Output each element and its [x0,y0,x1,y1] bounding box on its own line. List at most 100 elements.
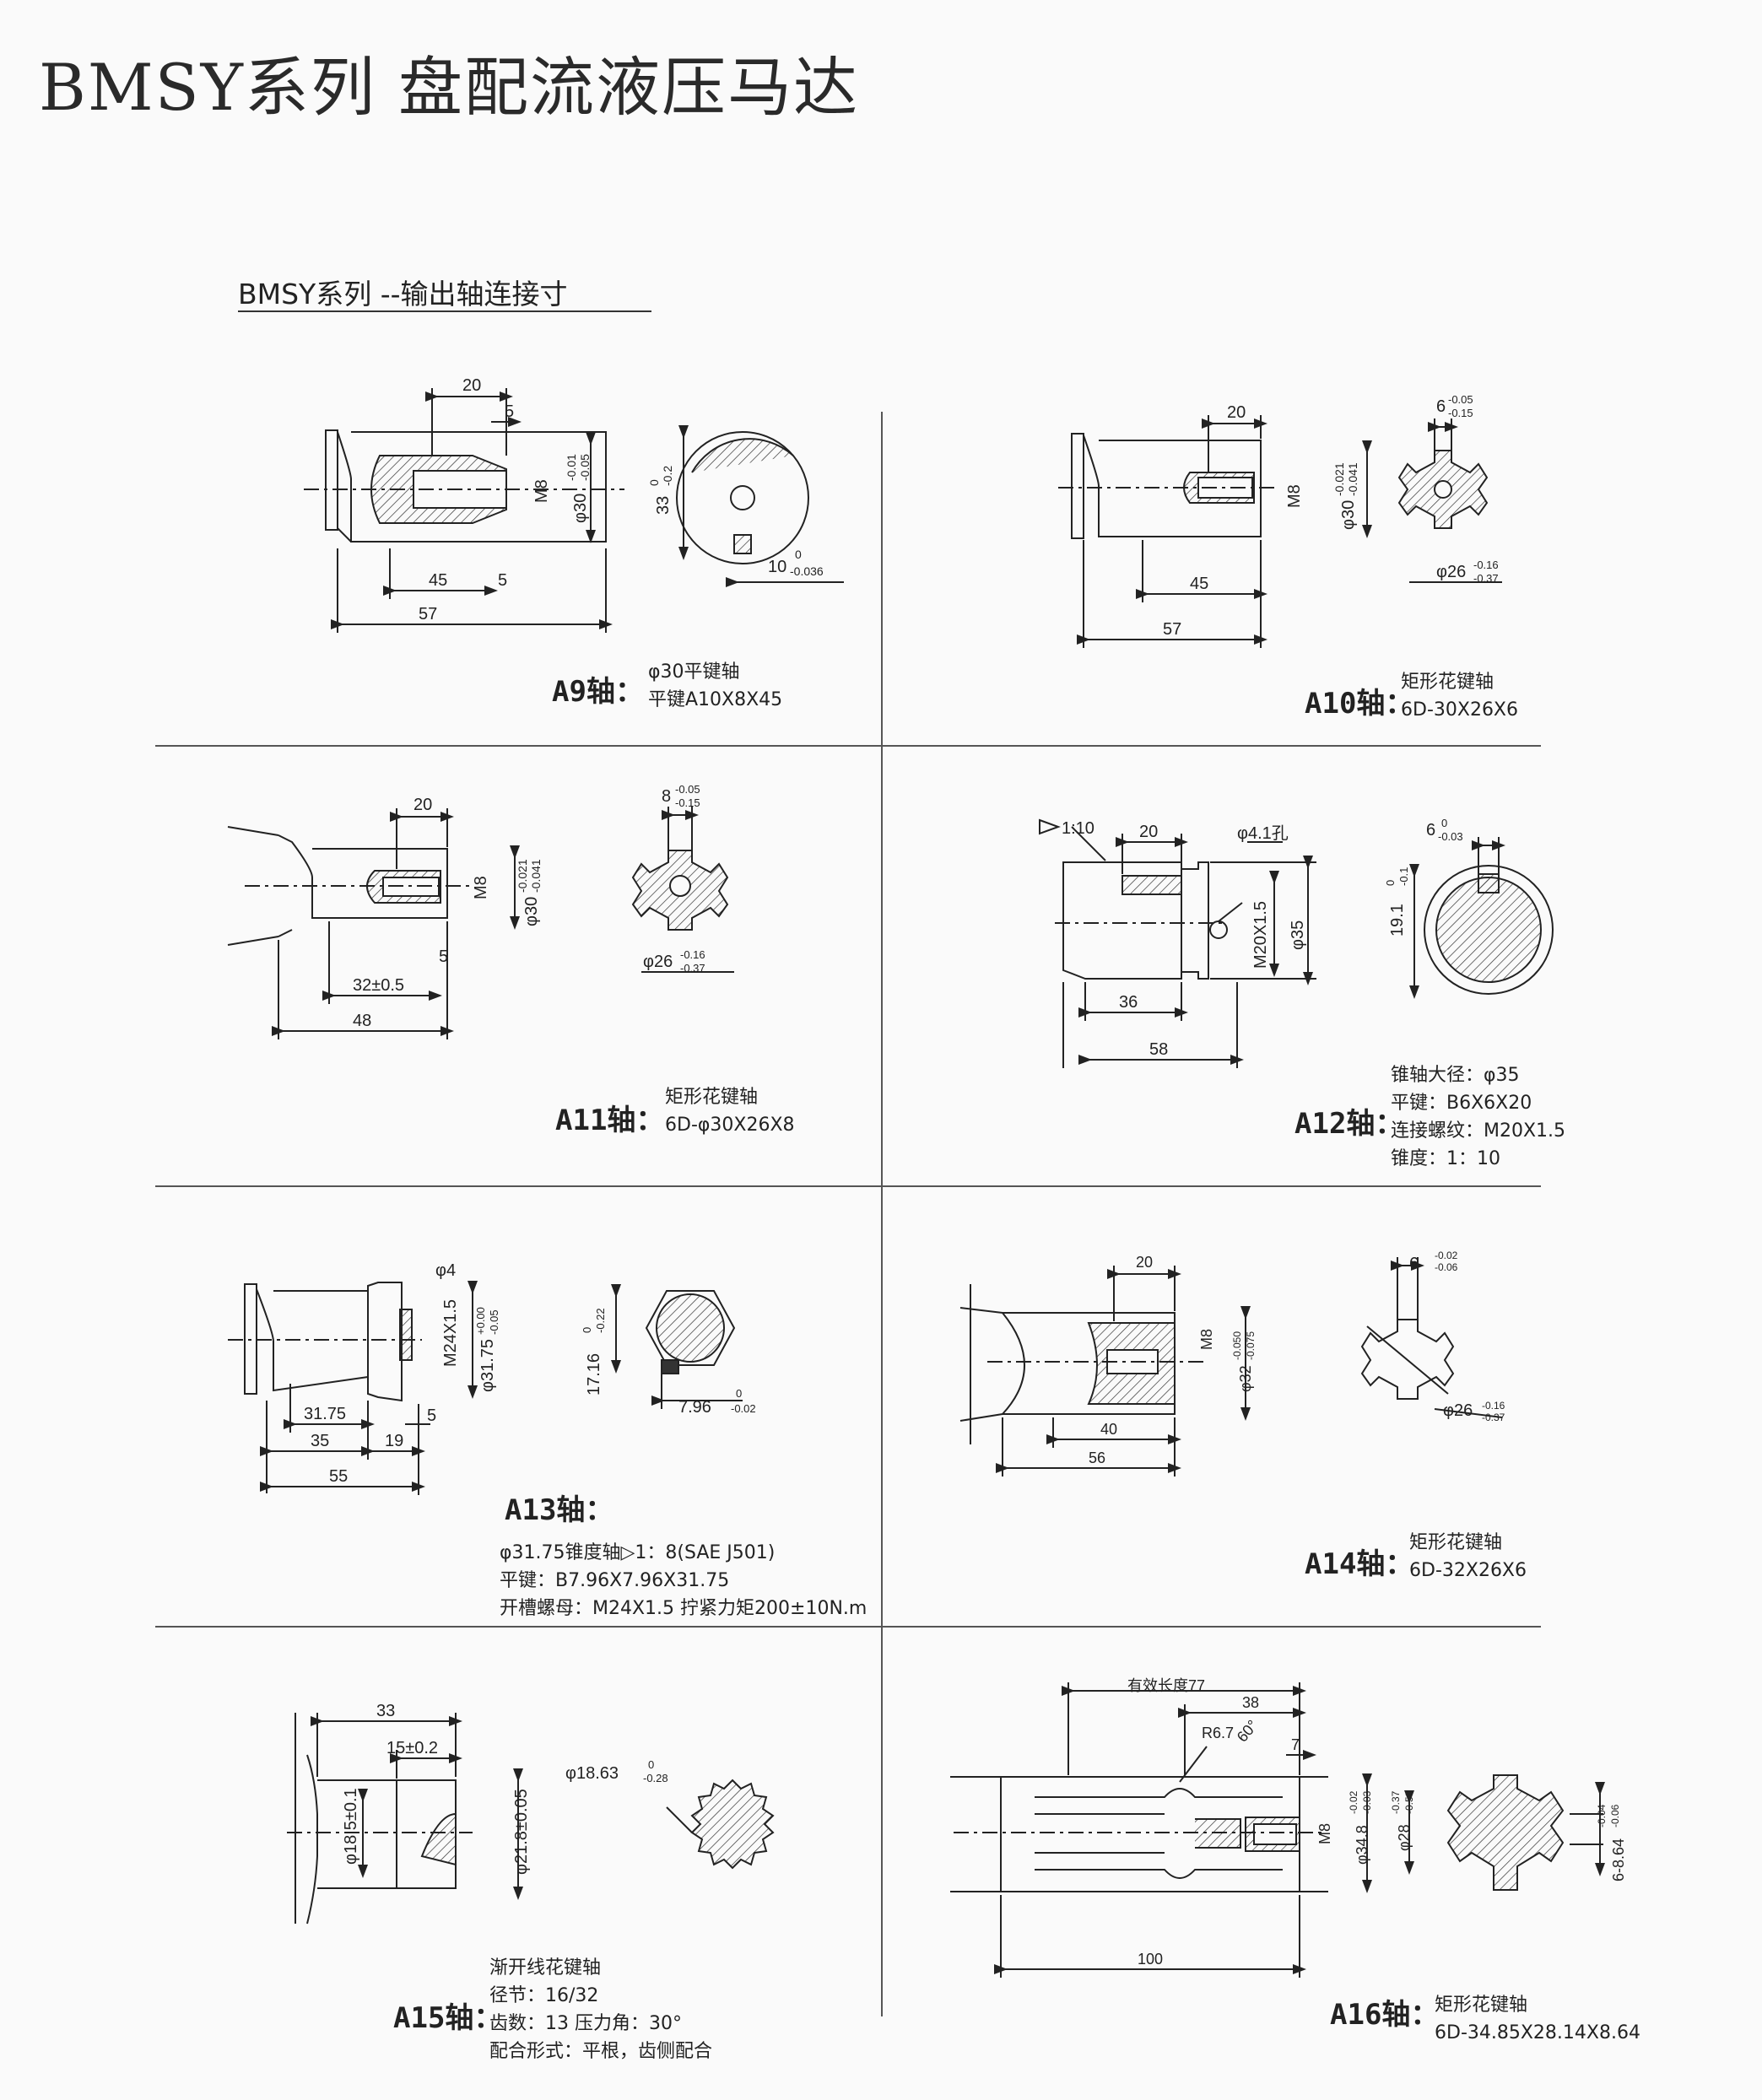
shaft-a13-dims: φ4 M24X1.5 φ31.75 +0.00 -0.05 31.75 5 35… [304,1261,756,1486]
shaft-a14-note: 矩形花键轴 [1409,1532,1503,1553]
shaft-a9-notes: φ30平键轴 平键A10X8X45 [648,658,782,714]
dim-a11-11: φ26 [643,953,673,971]
dim-a15-2: φ18.5±0.1 [342,1788,360,1865]
shaft-a10-note: 6D-30X26X6 [1401,699,1519,721]
shaft-a12-note: 平键：B6X6X20 [1391,1093,1532,1114]
dim-a11-8: 8 [662,787,671,806]
dim-a9-14: -0.036 [790,564,824,578]
dim-a11-10: -0.15 [675,796,700,809]
dim-a12-2: φ4.1孔 [1237,823,1289,843]
dim-a14-9: -0.06 [1435,1261,1458,1273]
shaft-a16-note: 矩形花键轴 [1435,1995,1528,2016]
dim-a14-3: -0.050 [1231,1331,1243,1360]
dim-a10-10: φ26 [1436,563,1466,581]
dim-a10-2: φ30 [1339,500,1358,530]
dim-a14-1: M8 [1198,1329,1215,1350]
dim-a16-6: φ34.8 [1354,1825,1370,1865]
dim-a10-3: -0.021 [1332,462,1346,496]
shaft-a12-notes: 锥轴大径：φ35 平键：B6X6X20 连接螺纹：M20X1.5 锥度：1：10 [1391,1061,1565,1173]
dim-a13-4: -0.05 [488,1309,500,1335]
shaft-a14-dims: 20 M8 φ32 -0.050 -0.075 40 56 6 -0.02 -0… [1089,1250,1505,1466]
dim-a13-10: 17.16 [585,1353,603,1396]
dim-a16-11: -0.50 [1403,1790,1415,1814]
dim-a14-11: -0.16 [1482,1400,1505,1412]
dim-a11-5: 5 [439,947,448,966]
dim-a15-5: 0 [648,1758,654,1771]
dim-a15-3: φ21.8±0.05 [512,1789,531,1875]
dim-a9-7: 5 [498,571,507,590]
dim-a9-10: 0 [647,479,661,486]
shaft-a16-dims: 有效长度77 38 R6.7 60° 7 M8 φ34.8 -0.02 -0.0… [1127,1677,1627,1968]
shaft-a12-drawing [1039,818,1554,1068]
dim-a10-4: -0.041 [1346,462,1359,496]
shaft-a9-note: 平键A10X8X45 [648,689,783,710]
shaft-a15-notes: 渐开线花键轴 径节：16/32 齿数：13 压力角：30° 配合形式：平根，齿侧… [489,1954,712,2065]
dim-a13-9: 55 [329,1467,348,1486]
dim-a13-15: -0.02 [731,1402,756,1415]
dim-a13-7: 35 [311,1432,329,1450]
dim-a10-11: -0.16 [1473,559,1499,571]
shaft-a10-notes: 矩形花键轴 6D-30X26X6 [1401,668,1518,724]
dim-a16-1: 38 [1242,1694,1259,1711]
dim-a11-4: -0.041 [529,859,543,893]
shaft-a13-drawing [228,1281,743,1495]
dim-a9-9: 33 [654,496,673,515]
dim-a11-0: 20 [413,796,432,814]
shaft-a11-drawing [227,807,734,1039]
dim-a10-1: M8 [1285,484,1304,508]
shaft-a11-label: A11轴： [555,1104,665,1137]
dim-a9-4: -0.01 [565,454,578,481]
shaft-a15-note: 齿数：13 压力角：30° [489,2013,682,2034]
dim-a13-13: 7.96 [678,1398,711,1417]
shaft-a15-dims: 33 15±0.2 φ18.5±0.1 φ21.8±0.05 φ18.63 0 … [342,1702,668,1875]
dim-a16-13: -0.04 [1596,1804,1608,1827]
section-title: BMSY系列 --输出轴连接寸 [238,278,568,310]
shaft-a11-dims: 20 M8 φ30 -0.021 -0.041 5 32±0.5 48 8 -0… [353,783,705,1030]
dim-a12-10: 19.1 [1388,904,1407,937]
dim-a14-10: φ26 [1443,1401,1473,1420]
dim-a11-12: -0.16 [680,948,705,961]
shaft-a15-note: 配合形式：平根，齿侧配合 [489,2041,713,2062]
shaft-a10-drawing [1058,415,1502,648]
dim-a11-1: M8 [472,876,490,899]
shaft-a14-notes: 矩形花键轴 6D-32X26X6 [1409,1529,1527,1584]
dim-a16-8: -0.03 [1361,1790,1373,1814]
dim-a14-7: 6 [1409,1255,1419,1273]
dim-a13-1: M24X1.5 [441,1299,460,1367]
dim-a10-9: -0.15 [1448,407,1473,419]
shaft-a13-note: 开槽螺母：M24X1.5 拧紧力矩200±10N.m [500,1598,867,1619]
dim-a12-1: 20 [1139,823,1158,841]
page-title: BMSY系列 盘配流液压马达 [39,50,860,125]
dim-a13-8: 19 [385,1432,403,1450]
dim-a14-4: -0.075 [1245,1331,1257,1360]
dim-a13-14: 0 [736,1387,742,1400]
dim-a14-0: 20 [1136,1254,1153,1271]
dim-a12-0: 1:10 [1062,819,1094,838]
dim-a16-0: 有效长度77 [1127,1677,1205,1694]
shaft-a16-drawing [950,1682,1605,1978]
shaft-a12-dims: 1:10 20 φ4.1孔 M20X1.5 φ35 36 58 6 0 -0.0… [1062,817,1463,1059]
dim-a11-9: -0.05 [675,783,700,796]
dim-a13-6: 5 [427,1406,436,1425]
shaft-a14-drawing [959,1257,1503,1476]
dim-a14-12: -0.37 [1482,1412,1505,1423]
dim-a10-12: -0.37 [1473,572,1499,585]
dim-a16-9: φ28 [1396,1824,1413,1851]
dim-a15-4: φ18.63 [565,1764,619,1783]
dim-a12-4: φ35 [1289,920,1307,950]
dim-a14-6: 56 [1089,1449,1105,1466]
dim-a11-7: 48 [353,1012,371,1030]
shaft-a10-label: A10轴： [1305,687,1414,721]
dim-a15-1: 15±0.2 [386,1739,438,1757]
shaft-a14-note: 6D-32X26X6 [1409,1560,1527,1581]
shaft-a10-dims: 20 M8 φ30 -0.021 -0.041 45 57 6 -0.05 -0… [1163,393,1499,639]
dim-a10-5: 45 [1190,575,1208,593]
dim-a16-15: 100 [1138,1951,1163,1968]
shaft-a11-note: 矩形花键轴 [665,1087,759,1108]
dim-a13-0: φ4 [435,1261,456,1280]
shaft-a11-note: 6D-φ30X26X8 [665,1115,795,1136]
dim-a9-0: 20 [462,376,481,395]
dim-a16-14: -0.06 [1609,1804,1621,1827]
shaft-a12-label: A12轴： [1294,1107,1404,1141]
dim-a16-10: -0.37 [1390,1790,1402,1814]
